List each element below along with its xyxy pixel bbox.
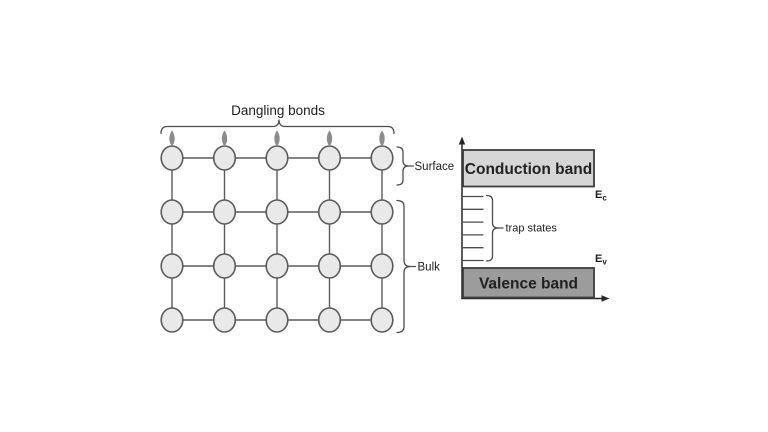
atom <box>370 253 394 279</box>
atom <box>317 307 342 333</box>
atom <box>212 307 237 333</box>
lattice-group: Dangling bonds Surface Bulk <box>160 103 455 334</box>
atom <box>160 253 184 279</box>
trap-state-levels <box>462 195 484 262</box>
atom <box>160 307 184 333</box>
atom <box>265 253 289 279</box>
atom <box>317 145 342 171</box>
bulk-label: Bulk <box>418 262 441 274</box>
band-diagram-group: Conduction band Ec trap states Ev Valenc… <box>458 136 610 302</box>
lattice-bonds <box>171 157 383 321</box>
atom <box>265 307 289 333</box>
atom <box>160 145 184 171</box>
conduction-band-label: Conduction band <box>465 161 592 178</box>
valence-band-box <box>462 267 595 299</box>
dangling-bonds-label: Dangling bonds <box>231 103 325 118</box>
atom <box>265 145 289 171</box>
atom <box>370 199 394 225</box>
atom <box>370 145 394 171</box>
dangling-bond-lobe <box>221 130 228 147</box>
atom <box>370 307 394 333</box>
dangling-bonds-brace <box>160 119 395 135</box>
ev-label: Ev <box>595 253 607 267</box>
energy-axis-arrow-icon <box>458 136 466 145</box>
atom <box>160 199 184 225</box>
horizontal-axis-arrow-icon <box>601 295 610 302</box>
bulk-brace <box>396 199 411 334</box>
ec-label: Ec <box>595 189 607 203</box>
atom <box>265 199 289 225</box>
dangling-bond-lobes <box>169 130 385 147</box>
valence-band-label: Valence band <box>479 276 578 293</box>
atom <box>212 145 237 171</box>
dangling-bond-lobe <box>274 130 280 147</box>
trap-states-label: trap states <box>506 223 558 235</box>
atom <box>212 199 237 225</box>
surface-brace <box>396 146 410 186</box>
surface-label: Surface <box>415 161 455 173</box>
atom <box>317 253 342 279</box>
atom <box>317 199 342 225</box>
conduction-band-box <box>462 149 595 188</box>
atom <box>212 253 237 279</box>
dangling-bond-lobe <box>379 130 385 147</box>
trap-states-brace <box>485 194 499 262</box>
lattice-atoms <box>160 145 394 333</box>
dangling-bond-lobe <box>326 130 333 147</box>
dangling-bond-lobe <box>169 130 175 147</box>
